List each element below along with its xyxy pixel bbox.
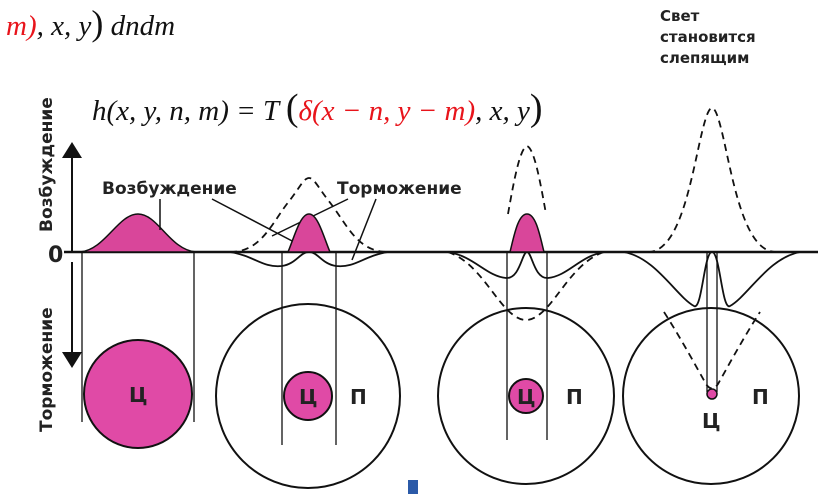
center-label: Ц	[129, 383, 148, 407]
inhibition-curve-4	[624, 252, 800, 306]
formula-paren: )	[530, 87, 543, 129]
blue-fragment	[408, 480, 418, 494]
receptive-field-center	[707, 389, 717, 399]
light-note-line: слепящим	[660, 48, 756, 69]
center-label: Ц	[299, 385, 318, 409]
axis-up-label: Возбуждение	[37, 97, 57, 232]
excitation-curve-3	[510, 214, 544, 252]
axis-zero-label: 0	[48, 243, 63, 268]
formula-fragment: m), x, y) dndm	[6, 2, 175, 44]
formula-fragment-tail: dndm	[111, 10, 175, 42]
excitation-pointer	[212, 199, 296, 243]
excitation-curve-1	[80, 214, 196, 252]
formula-paren: (	[286, 87, 299, 129]
potential-dashed-curve-4	[648, 108, 776, 252]
inhibition-label: Торможение	[337, 179, 462, 199]
surround-label: П	[752, 385, 769, 409]
formula-main-args: , x, y	[475, 95, 530, 127]
formula-fragment-red: m)	[6, 10, 37, 42]
center-label: Ц	[702, 409, 721, 433]
light-note: Свет становится слепящим	[660, 6, 756, 69]
axis-down-label: Торможение	[37, 307, 57, 432]
surround-label: П	[350, 385, 367, 409]
formula-paren: )	[91, 3, 103, 43]
inhibition-curve-2	[230, 252, 388, 266]
excitation-label: Возбуждение	[102, 179, 237, 199]
inhibition-dashed-curve-4	[664, 312, 760, 389]
light-note-line: становится	[660, 27, 756, 48]
formula-fragment-args: , x, y	[37, 10, 92, 42]
surround-label: П	[566, 385, 583, 409]
excitation-curve-2	[288, 214, 330, 252]
formula-main-red: δ(x − n, y − m)	[298, 95, 475, 127]
potential-dashed-curve-3	[508, 146, 546, 214]
formula-main: h(x, y, n, m) = T (δ(x − n, y − m), x, y…	[92, 86, 543, 130]
formula-main-lhs: h(x, y, n, m) = T	[92, 95, 279, 127]
center-label: Ц	[517, 385, 536, 409]
light-note-line: Свет	[660, 6, 756, 27]
inhibition-curve-3	[448, 252, 604, 278]
